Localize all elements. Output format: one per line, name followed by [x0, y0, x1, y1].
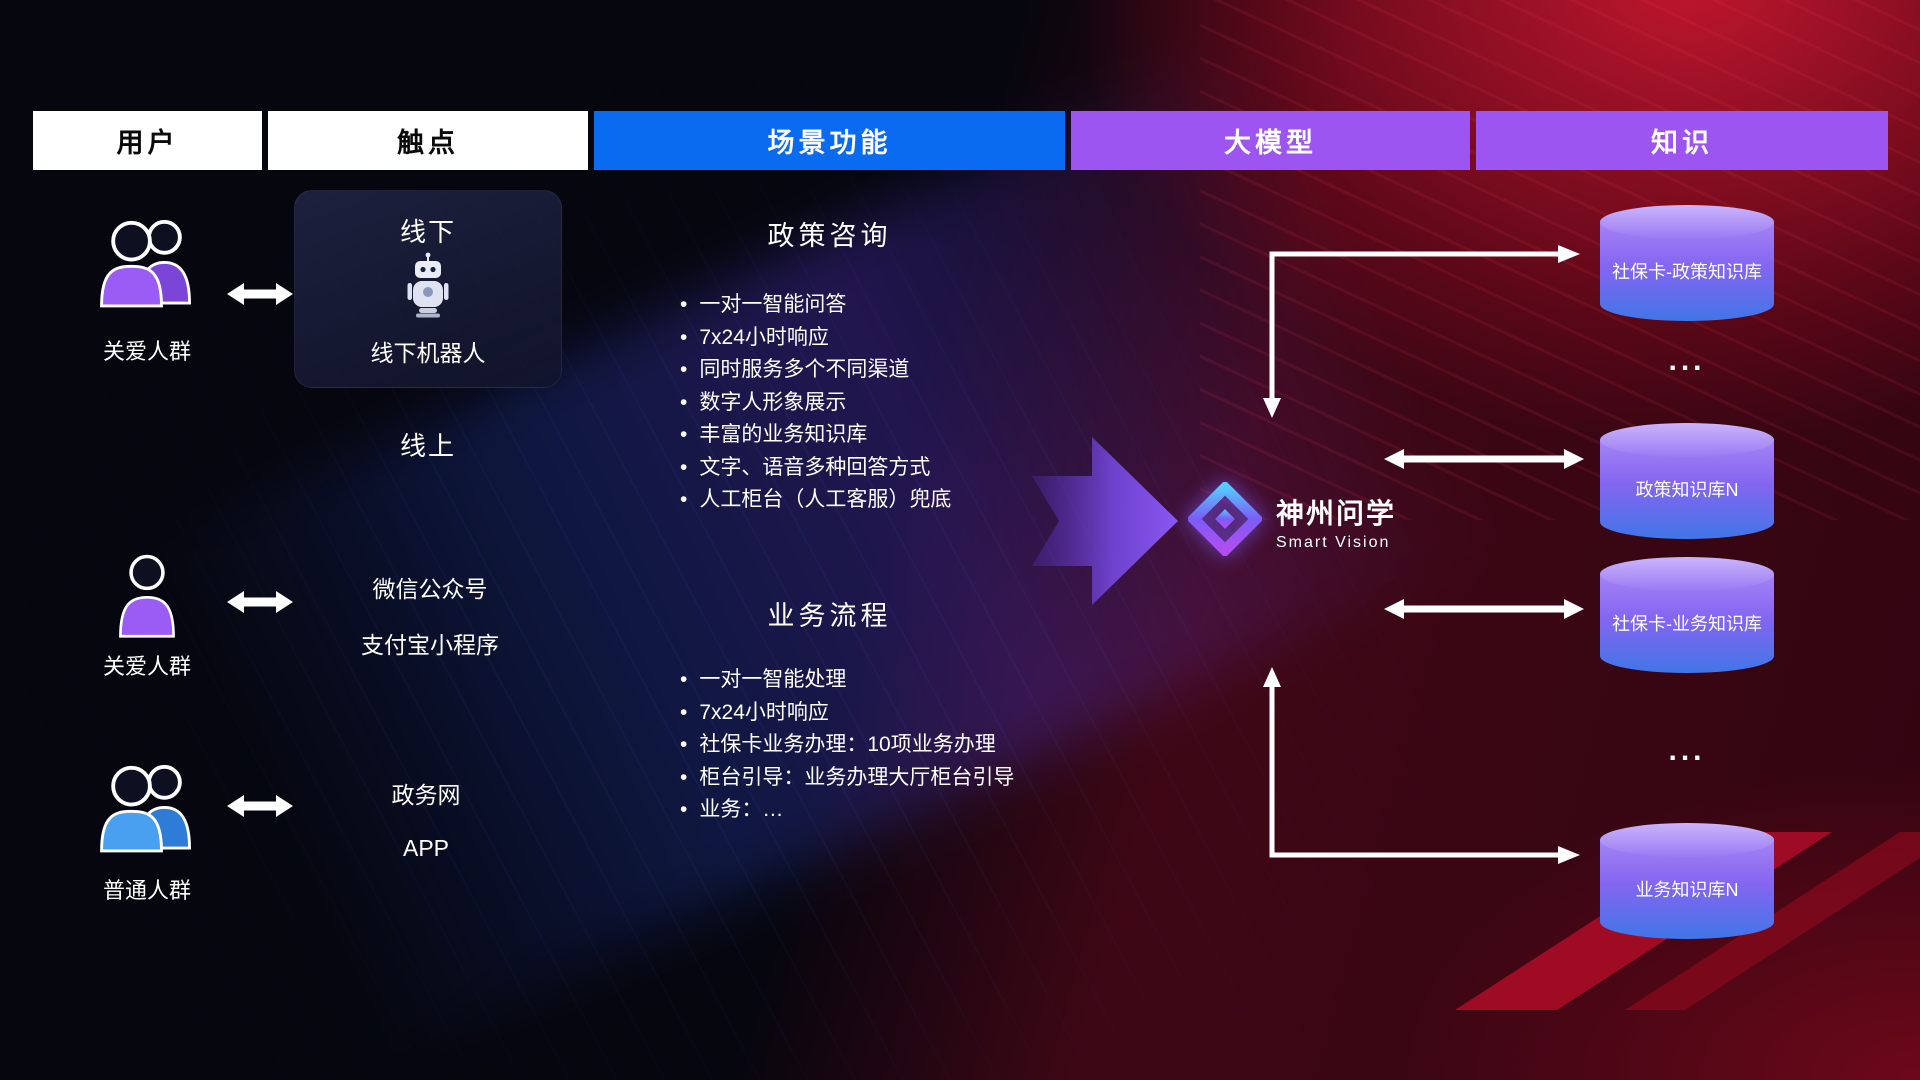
double-arrow-icon — [227, 792, 293, 825]
user-group-3-label: 普通人群 — [102, 878, 191, 903]
bullet-item: 丰富的业务知识库 — [680, 419, 951, 452]
policy-bullet-list: 一对一智能问答 7x24小时响应 同时服务多个不同渠道 数字人形象展示 丰富的业… — [680, 289, 951, 517]
knowledge-db-policy-n-label: 政策知识库N — [1635, 479, 1739, 500]
bullet-item: 一对一智能问答 — [680, 289, 951, 322]
bullet-item: 一对一智能处理 — [680, 664, 1014, 697]
header-model-label: 大模型 — [1224, 128, 1317, 158]
channel-wechat: 微信公众号 — [372, 576, 488, 602]
header-scenarios: 场景功能 — [594, 111, 1065, 170]
business-bullet-list: 一对一智能处理 7x24小时响应 社保卡业务办理：10项业务办理 柜台引导：业务… — [680, 664, 1014, 827]
header-model: 大模型 — [1071, 111, 1470, 170]
robot-icon — [406, 252, 450, 323]
channel-gov: 政务网 — [391, 782, 461, 808]
header-touchpoints-label: 触点 — [397, 128, 459, 158]
bullet-item: 7x24小时响应 — [680, 697, 1014, 730]
bullet-item: 数字人形象展示 — [680, 387, 951, 420]
channel-alipay: 支付宝小程序 — [361, 632, 499, 658]
double-arrow-policy-n-icon — [1384, 449, 1584, 469]
knowledge-db-policy-n: 政策知识库N — [1600, 423, 1774, 539]
double-arrow-icon — [227, 280, 293, 313]
double-arrow-icon — [227, 588, 293, 621]
user-group-2-label: 关爱人群 — [102, 654, 191, 679]
model-name: 神州问学 — [1276, 497, 1397, 529]
knowledge-db-business-n-label: 业务知识库N — [1635, 879, 1739, 900]
bullet-item: 同时服务多个不同渠道 — [680, 354, 951, 387]
knowledge-db-policy-card: 社保卡-政策知识库 — [1600, 205, 1774, 321]
arrow-to-policy-db-icon — [1263, 245, 1580, 418]
cylinder-top — [1600, 205, 1774, 239]
knowledge-db-policy-label: 社保卡-政策知识库 — [1612, 261, 1762, 282]
offline-title: 线下 — [399, 217, 456, 247]
knowledge-db-business-n: 业务知识库N — [1600, 823, 1774, 939]
bullet-item: 7x24小时响应 — [680, 322, 951, 355]
offline-robot-label: 线下机器人 — [370, 340, 486, 366]
diamond-logo-icon — [1186, 480, 1264, 561]
care-person-icon — [116, 551, 178, 645]
bullet-item: 文字、语音多种回答方式 — [680, 452, 951, 485]
cylinder-top — [1600, 823, 1774, 857]
knowledge-db-business-label: 社保卡-业务知识库 — [1612, 613, 1762, 634]
header-users-label: 用户 — [116, 128, 179, 158]
channel-app: APP — [402, 835, 450, 861]
bullet-item: 业务：… — [680, 794, 1014, 827]
bullet-item: 人工柜台（人工客服）兜底 — [680, 484, 951, 517]
ellipsis-bottom: ... — [1668, 734, 1706, 767]
header-scenarios-label: 场景功能 — [767, 128, 892, 158]
general-group-icon — [89, 757, 205, 859]
scenario-title-business: 业务流程 — [767, 601, 892, 631]
cylinder-top — [1600, 557, 1774, 591]
header-touchpoints: 触点 — [268, 111, 588, 170]
cylinder-top — [1600, 423, 1774, 457]
header-users: 用户 — [33, 111, 262, 170]
model-subtitle: Smart Vision — [1276, 533, 1391, 551]
bullet-item: 柜台引导：业务办理大厅柜台引导 — [680, 762, 1014, 795]
care-group-icon — [89, 212, 205, 314]
user-group-1-label: 关爱人群 — [102, 339, 191, 364]
scenario-title-policy: 政策咨询 — [767, 221, 892, 251]
model-logo-block: 神州问学 Smart Vision — [1186, 480, 1488, 561]
big-flow-arrow-icon — [1032, 431, 1180, 616]
online-title: 线上 — [399, 431, 456, 461]
double-arrow-business-db-icon — [1384, 599, 1584, 619]
bullet-item: 社保卡业务办理：10项业务办理 — [680, 729, 1014, 762]
knowledge-db-business-card: 社保卡-业务知识库 — [1600, 557, 1774, 673]
header-knowledge: 知识 — [1476, 111, 1888, 170]
arrow-to-business-n-db-icon — [1263, 667, 1580, 864]
header-knowledge-label: 知识 — [1651, 128, 1713, 158]
ellipsis-top: ... — [1668, 344, 1706, 377]
